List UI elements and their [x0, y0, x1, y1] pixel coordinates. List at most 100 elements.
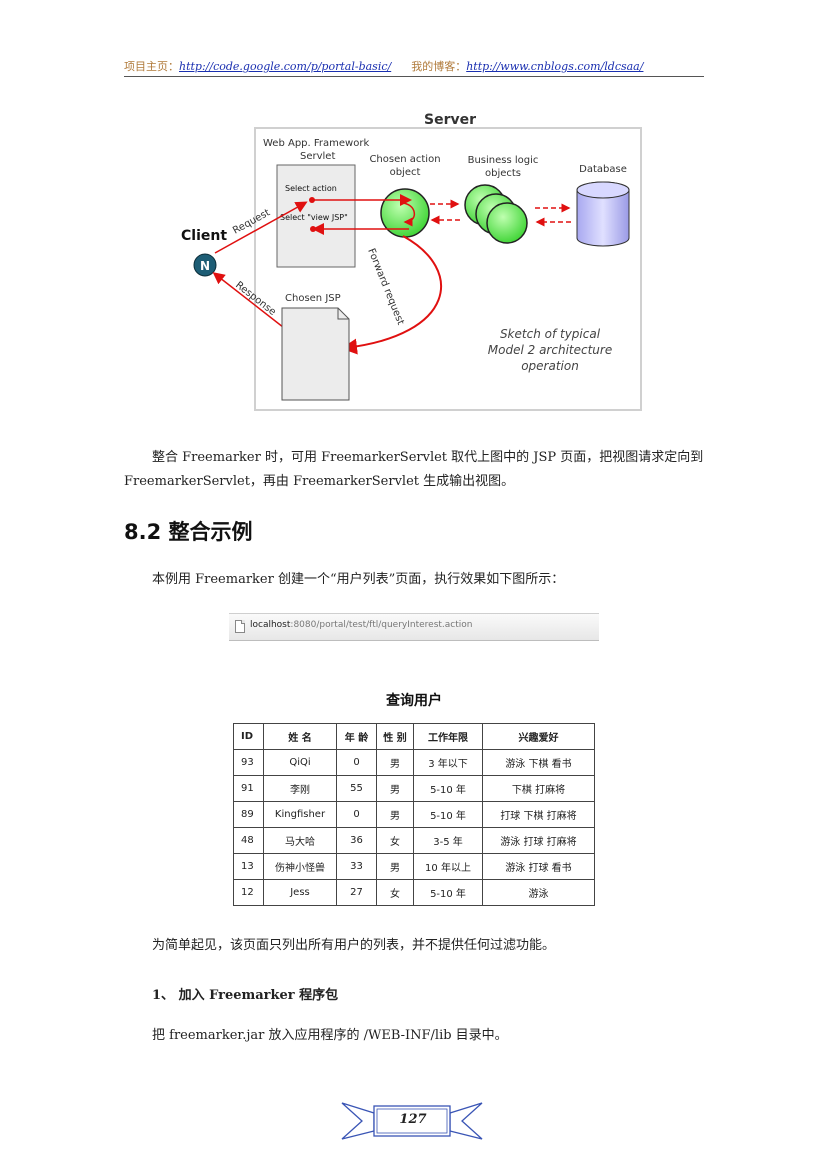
cell-age: 0: [336, 801, 377, 828]
request-arrow: [214, 201, 308, 254]
framework-label-2: Servlet: [300, 151, 335, 162]
framework-label-1: Web App. Framework: [263, 138, 369, 149]
cell-id: 12: [233, 879, 264, 906]
cell-name: 李刚: [263, 775, 337, 802]
cell-gender: 男: [376, 801, 414, 828]
chosen-action-label-1: Chosen action: [369, 154, 440, 165]
chosen-action-label-2: object: [390, 167, 421, 178]
example-paragraph: 本例用 Freemarker 创建一个“用户列表”页面，执行效果如下图所示：: [152, 572, 565, 587]
cell-id: 91: [233, 775, 264, 802]
cell-age: 27: [336, 879, 377, 906]
section-heading: 8.2 整合示例: [124, 520, 253, 544]
cell-gender: 男: [376, 853, 414, 880]
cell-name: 马大哈: [263, 827, 337, 854]
action-loop-arrow: [400, 202, 415, 227]
cell-age: 55: [336, 775, 377, 802]
sketch-caption-3: operation: [521, 359, 579, 373]
client-label: Client: [181, 228, 227, 244]
sketch-caption-2: Model 2 architecture: [488, 343, 612, 357]
table-row: 48 马大哈 36 女 3-5 年 游泳 打球 打麻将: [233, 827, 595, 854]
col-header-work-years: 工作年限: [413, 723, 483, 750]
table-row: 12 Jess 27 女 5-10 年 游泳: [233, 879, 595, 906]
model2-architecture-diagram: Server Web App. Framework Servlet Select…: [181, 112, 642, 411]
cell-work-years: 10 年以上: [413, 853, 483, 880]
chosen-jsp-label: Chosen JSP: [285, 293, 341, 304]
col-header-gender: 性 别: [376, 723, 414, 750]
blog-link[interactable]: http://www.cnblogs.com/ldcsaa/: [466, 60, 644, 73]
address-url: localhost:8080/portal/test/ftl/queryInte…: [250, 620, 473, 630]
cell-age: 0: [336, 749, 377, 776]
select-view-dot: [310, 226, 316, 232]
table-row: 13 伤神小怪兽 33 男 10 年以上 游泳 打球 看书: [233, 853, 595, 880]
col-header-age: 年 龄: [336, 723, 377, 750]
table-row: 91 李刚 55 男 5-10 年 下棋 打麻将: [233, 775, 595, 802]
intro-line-2: FreemarkerServlet，再由 FreemarkerServlet 生…: [124, 474, 515, 489]
business-logic-label-1: Business logic: [468, 155, 539, 166]
business-object-3: [486, 202, 528, 244]
select-action-label: Select action: [285, 184, 337, 193]
database-label: Database: [579, 164, 627, 175]
url-host: localhost: [250, 620, 291, 630]
cell-interests: 游泳: [482, 879, 595, 906]
intro-line-1: 整合 Freemarker 时，可用 FreemarkerServlet 取代上…: [152, 450, 704, 465]
cell-id: 89: [233, 801, 264, 828]
table-header-row: ID 姓 名 年 龄 性 别 工作年限 兴趣爱好: [233, 723, 595, 750]
user-list-table: ID 姓 名 年 龄 性 别 工作年限 兴趣爱好 93 QiQi 0 男 3 年…: [233, 723, 595, 906]
cell-work-years: 3 年以下: [413, 749, 483, 776]
cell-interests: 游泳 打球 看书: [482, 853, 595, 880]
cell-gender: 女: [376, 827, 414, 854]
cell-id: 93: [233, 749, 264, 776]
cell-name: Jess: [263, 879, 337, 906]
intro-paragraph: 整合 Freemarker 时，可用 FreemarkerServlet 取代上…: [124, 446, 704, 494]
page-number-ribbon: [341, 1102, 483, 1140]
project-label: 项目主页：: [124, 60, 179, 73]
chosen-jsp-page: [281, 307, 350, 401]
table-row: 89 Kingfisher 0 男 5-10 年 打球 下棋 打麻将: [233, 801, 595, 828]
col-header-name: 姓 名: [263, 723, 337, 750]
project-link[interactable]: http://code.google.com/p/portal-basic/: [179, 60, 392, 73]
user-table-title: 查询用户: [386, 693, 442, 709]
cell-work-years: 5-10 年: [413, 775, 483, 802]
cell-age: 33: [336, 853, 377, 880]
forward-request-arrow: [341, 235, 442, 355]
cell-name: 伤神小怪兽: [263, 853, 337, 880]
cell-work-years: 5-10 年: [413, 801, 483, 828]
server-label: Server: [424, 112, 476, 128]
cell-name: Kingfisher: [263, 801, 337, 828]
cell-interests: 打球 下棋 打麻将: [482, 801, 595, 828]
chosen-jsp-page-fold: [337, 308, 349, 320]
select-action-dot: [309, 197, 315, 203]
sketch-caption-1: Sketch of typical: [500, 327, 601, 341]
cell-interests: 游泳 打球 打麻将: [482, 827, 595, 854]
cell-id: 13: [233, 853, 264, 880]
cell-gender: 男: [376, 775, 414, 802]
servlet-box: [276, 164, 356, 268]
business-logic-label-2: objects: [485, 168, 521, 179]
cell-gender: 女: [376, 879, 414, 906]
cell-work-years: 3-5 年: [413, 827, 483, 854]
step1-paragraph: 把 freemarker.jar 放入应用程序的 /WEB-INF/lib 目录…: [152, 1028, 508, 1043]
blog-label: 我的博客：: [411, 60, 467, 73]
page-icon: [235, 620, 245, 633]
col-header-id: ID: [233, 723, 264, 750]
cell-name: QiQi: [263, 749, 337, 776]
col-header-interests: 兴趣爱好: [482, 723, 595, 750]
table-row: 93 QiQi 0 男 3 年以下 游泳 下棋 看书: [233, 749, 595, 776]
step1-heading: 1、 加入 Freemarker 程序包: [152, 988, 339, 1003]
chosen-action-object: [380, 188, 430, 238]
cell-gender: 男: [376, 749, 414, 776]
note-paragraph: 为简单起见，该页面只列出所有用户的列表，并不提供任何过滤功能。: [152, 938, 556, 953]
page-header: 项目主页：http://code.google.com/p/portal-bas…: [124, 58, 704, 74]
page-number: 127: [399, 1112, 427, 1127]
cell-interests: 下棋 打麻将: [482, 775, 595, 802]
browser-address-bar: localhost:8080/portal/test/ftl/queryInte…: [229, 613, 599, 641]
url-path: :8080/portal/test/ftl/queryInterest.acti…: [290, 620, 473, 630]
header-divider: [124, 76, 704, 77]
select-view-label: Select "view JSP": [280, 213, 348, 222]
cell-age: 36: [336, 827, 377, 854]
cell-interests: 游泳 下棋 看书: [482, 749, 595, 776]
cell-id: 48: [233, 827, 264, 854]
client-icon-letter: N: [200, 259, 210, 273]
database-top: [576, 181, 630, 199]
client-browser-icon: [193, 253, 217, 277]
